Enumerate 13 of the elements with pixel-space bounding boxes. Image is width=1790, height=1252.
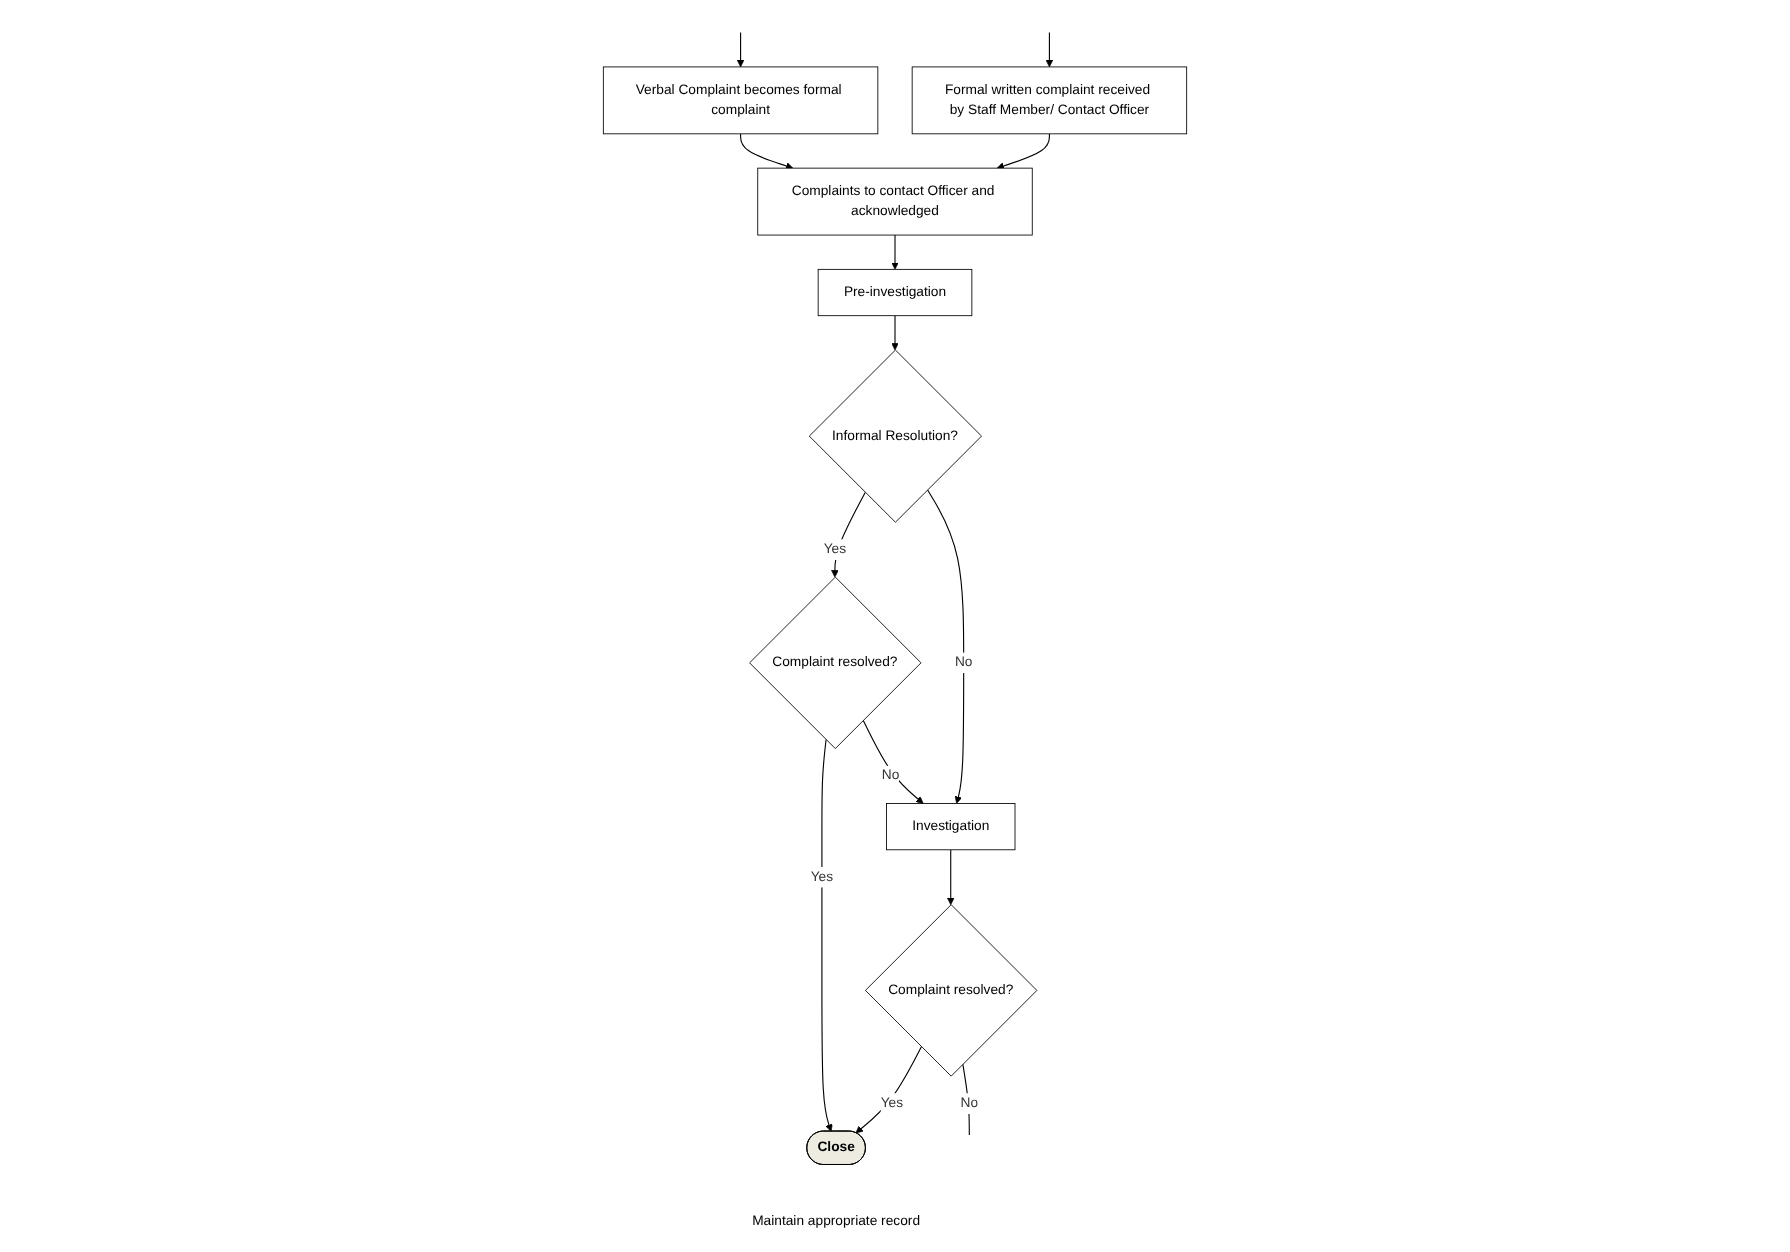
arrow	[996, 133, 1050, 170]
arrow	[855, 1046, 922, 1134]
arrow	[862, 719, 924, 804]
arrow	[926, 489, 965, 804]
arrow	[1045, 32, 1054, 68]
arrow	[891, 315, 899, 351]
arrow	[821, 739, 833, 1132]
arrow	[736, 32, 745, 68]
arrow	[831, 491, 866, 578]
arrow	[740, 133, 794, 170]
connector	[962, 1063, 970, 1136]
arrow	[891, 234, 899, 270]
arrow	[946, 849, 955, 906]
